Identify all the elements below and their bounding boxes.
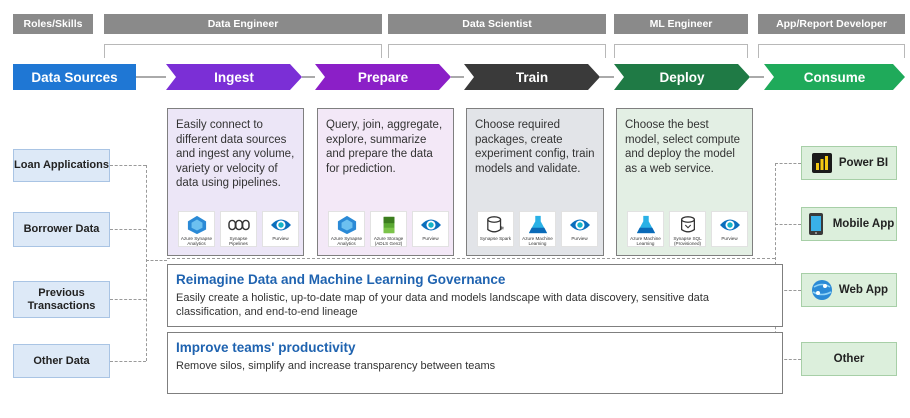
role-data-engineer: Data Engineer	[104, 14, 382, 34]
tool-synapse-analytics: Azure Synapse Analytics	[328, 211, 365, 247]
right-dash-other	[775, 359, 801, 360]
tool-purview: Purview	[711, 211, 748, 247]
tool-synapse-analytics: Azure Synapse Analytics	[178, 211, 215, 247]
governance-box: Reimagine Data and Machine Learning Gove…	[167, 264, 783, 327]
productivity-title: Improve teams' productivity	[176, 340, 356, 355]
tool-purview: Purview	[412, 211, 449, 247]
pipeline-train: Train	[464, 64, 600, 90]
spark-icon: *	[486, 216, 504, 235]
mobile-app-icon	[808, 213, 823, 235]
left-dash-previous	[110, 299, 146, 300]
purview-icon	[270, 219, 291, 231]
tool-azure-machine-learning: Azure Machine Learning	[519, 211, 556, 247]
pipeline-prepare: Prepare	[315, 64, 451, 90]
consumer-label: Power BI	[838, 157, 889, 169]
sql-icon	[680, 216, 695, 233]
left-dash-to-hub	[146, 260, 167, 261]
tool-purview: Purview	[561, 211, 598, 247]
consumer-power-bi: Power BI	[801, 146, 897, 180]
consumer-web-app: Web App	[801, 273, 897, 307]
governance-title: Reimagine Data and Machine Learning Gove…	[176, 272, 506, 287]
stage-description: Query, join, aggregate, explore, summari…	[326, 119, 443, 175]
right-dash-powerbi	[775, 163, 801, 164]
stage-description: Choose required packages, create experim…	[475, 119, 595, 175]
left-dash-borrower	[110, 229, 146, 230]
governance-description: Easily create a holistic, up-to-date map…	[176, 292, 709, 318]
pipeline-data-sources: Data Sources	[13, 64, 136, 90]
left-dash-loan	[110, 165, 146, 166]
bracket-data-engineer	[104, 44, 382, 58]
consumer-label: Mobile App	[832, 218, 895, 230]
tool-synapse-pipelines: Synapse Pipelines	[220, 211, 257, 247]
pipeline-consume: Consume	[764, 64, 905, 90]
purview-icon	[569, 219, 590, 231]
synapse-icon	[187, 215, 206, 235]
roles-skills-label: Roles/Skills	[13, 14, 93, 34]
right-dash-mobile	[775, 224, 801, 225]
storage-icon	[383, 216, 394, 234]
role-data-scientist: Data Scientist	[388, 14, 606, 34]
tool-azure-machine-learning: Azure Machine Learning	[627, 211, 664, 247]
source-borrower-data: Borrower Data	[13, 212, 110, 247]
left-dash-vertical	[146, 165, 147, 361]
stage-description: Easily connect to different data sources…	[176, 119, 295, 189]
productivity-box: Improve teams' productivity Remove silos…	[167, 332, 783, 394]
stage-card-prepare: Query, join, aggregate, explore, summari…	[317, 108, 454, 256]
stage-card-ingest: Easily connect to different data sources…	[167, 108, 304, 256]
stage-description: Choose the best model, select compute an…	[625, 119, 741, 175]
pipelines-icon	[227, 219, 250, 231]
purview-icon	[719, 219, 740, 231]
right-dash-vertical	[775, 163, 776, 359]
productivity-description: Remove silos, simplify and increase tran…	[176, 360, 496, 372]
source-other-data: Other Data	[13, 344, 110, 378]
consumer-label: Other	[833, 353, 865, 365]
ml-icon	[528, 215, 547, 234]
consumer-label: Web App	[838, 284, 889, 296]
source-previous-transactions: Previous Transactions	[13, 281, 110, 318]
bracket-data-scientist	[388, 44, 606, 58]
role-app-report-developer: App/Report Developer	[758, 14, 905, 34]
bracket-app-developer	[758, 44, 905, 58]
source-loan-applications: Loan Applications	[13, 149, 110, 182]
synapse-icon	[337, 215, 356, 235]
ml-icon	[636, 215, 655, 234]
role-ml-engineer: ML Engineer	[614, 14, 748, 34]
powerbi-icon	[811, 153, 832, 173]
tool-purview: Purview	[262, 211, 299, 247]
web-app-icon	[811, 280, 832, 300]
tool-azure-storage: Azure Storage (ADLS Gen2)	[370, 211, 407, 247]
pipeline-connectors	[136, 76, 764, 78]
pipeline-ingest: Ingest	[166, 64, 302, 90]
tool-synapse-spark: * Synapse Spark	[477, 211, 514, 247]
hub-dash-horizontal	[167, 258, 775, 259]
stage-card-deploy: Choose the best model, select compute an…	[616, 108, 753, 256]
purview-icon	[420, 219, 441, 231]
right-dash-web	[775, 290, 801, 291]
consumer-mobile-app: Mobile App	[801, 207, 897, 241]
stage-card-train: Choose required packages, create experim…	[466, 108, 604, 256]
tool-synapse-sql: Synapse SQL (Provisioned)	[669, 211, 706, 247]
svg-text:*: *	[499, 225, 504, 235]
pipeline-deploy: Deploy	[614, 64, 750, 90]
consumer-other: Other	[801, 342, 897, 376]
left-dash-other	[110, 361, 146, 362]
bracket-ml-engineer	[614, 44, 748, 58]
